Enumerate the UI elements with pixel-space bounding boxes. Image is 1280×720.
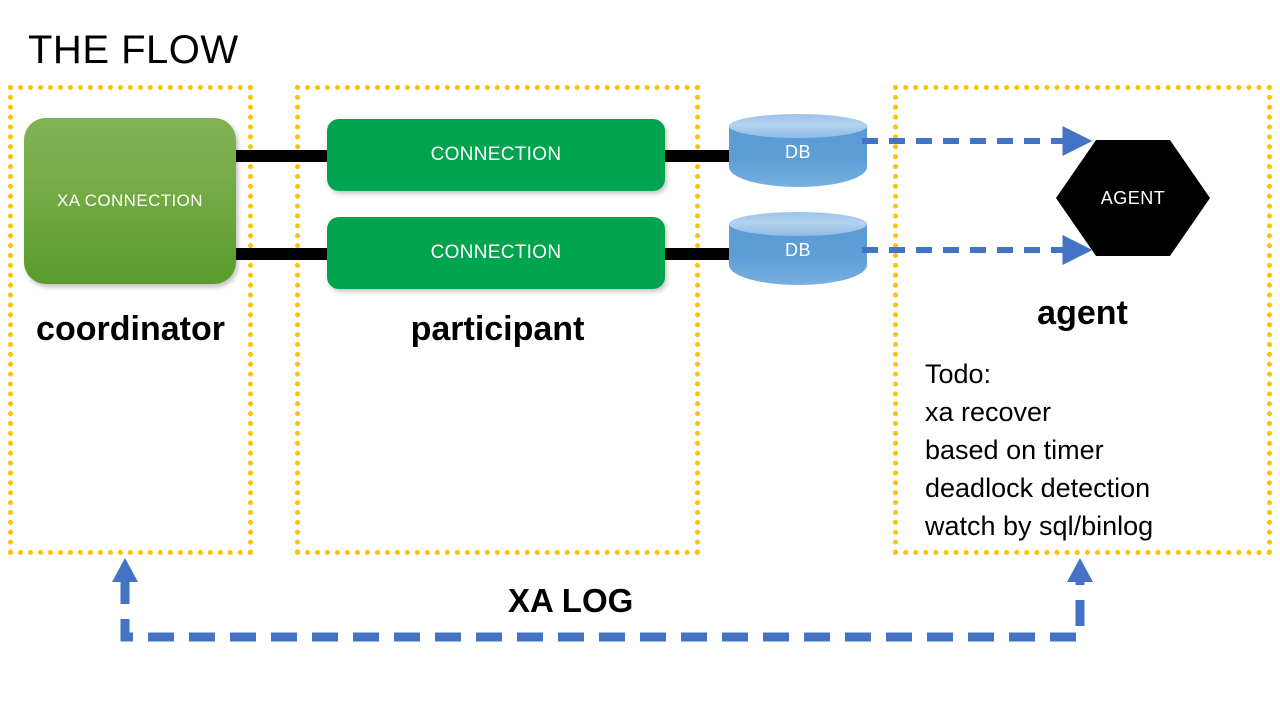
group-box-participant [295,85,700,555]
xa-log-arrowhead-right [1067,558,1093,582]
group-caption-agent: agent [1037,294,1128,332]
node-database-2-label: DB [784,240,811,260]
node-database-2[interactable]: DB [729,212,871,292]
todo-line-2: xa recover [925,397,1052,427]
node-connection-2[interactable]: CONNECTION [327,217,665,289]
connector-xa-to-connection-1 [231,150,332,162]
database-1-top-ellipse [729,114,867,138]
group-caption-participant: participant [410,310,585,348]
group-caption-coordinator: coordinator [36,310,225,348]
database-2-top-ellipse [729,212,867,236]
todo-line-4: deadlock detection [925,473,1151,503]
todo-line-5: watch by sql/binlog [925,511,1154,541]
xa-log-label: XA LOG [508,582,634,619]
node-connection-1-label: CONNECTION [430,144,562,165]
node-database-1-label: DB [784,142,811,162]
page-title: THE FLOW [28,28,239,72]
group-box-coordinator [8,85,253,555]
group-box-agent [893,85,1272,555]
node-connection-2-label: CONNECTION [430,242,562,263]
node-agent-label: AGENT [1100,187,1166,208]
connector-xa-to-connection-2 [231,248,332,260]
todo-line-3: based on timer [925,435,1104,465]
node-database-1[interactable]: DB [729,114,871,194]
connector-connection-1-to-db-1 [662,150,736,162]
xa-log-arrowhead-left [112,558,138,582]
node-connection-1[interactable]: CONNECTION [327,119,665,191]
todo-list: Todo: xa recover based on timer deadlock… [925,355,1153,545]
node-xa-connection-label: XA CONNECTION [57,191,203,210]
node-xa-connection[interactable]: XA CONNECTION [24,118,236,284]
todo-line-1: Todo: [925,359,992,389]
connector-connection-2-to-db-2 [662,248,736,260]
